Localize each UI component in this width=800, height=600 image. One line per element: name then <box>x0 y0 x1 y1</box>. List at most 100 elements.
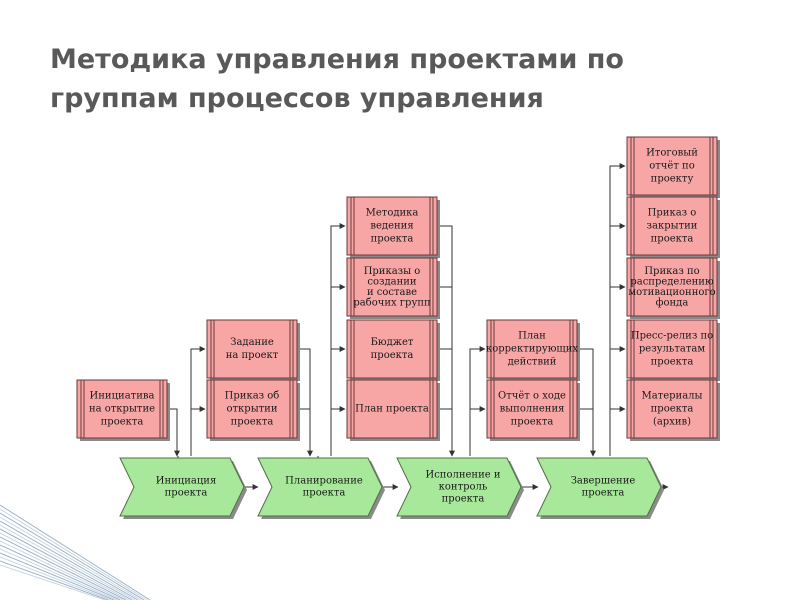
document-label-line: фонда <box>656 297 689 308</box>
document-label-line: закрытии <box>647 221 698 232</box>
connectors <box>167 163 669 490</box>
document-shape <box>206 379 298 439</box>
document-shape <box>346 379 438 439</box>
phase-shape <box>396 457 522 517</box>
document-label-line: действий <box>508 357 557 368</box>
document-label-line: отчёт по <box>649 161 694 172</box>
corner-stripe <box>0 512 145 600</box>
document-label-line: Инициатива <box>90 391 155 402</box>
document-label-line: Приказ по <box>644 266 699 277</box>
document-label-line: Бюджет <box>371 337 414 348</box>
corner-stripe <box>0 528 133 600</box>
document-label-line: проекта <box>651 357 694 368</box>
document-label-line: проекта <box>231 417 274 428</box>
phase-label-line: Инициация <box>156 476 217 487</box>
corner-stripe <box>0 516 142 600</box>
document-label-line: Приказ об <box>225 391 280 402</box>
document-box: План корректирующих действий <box>486 319 580 381</box>
document-shape <box>626 319 718 379</box>
corner-stripe <box>0 564 106 600</box>
document-shape <box>486 379 578 439</box>
document-label-line: результатам <box>639 344 705 355</box>
phase-label-line: контроль <box>439 482 488 493</box>
document-label-line: на проект <box>226 350 279 361</box>
document-shape <box>346 196 438 256</box>
document-label-line: открытии <box>226 404 277 415</box>
corner-stripe <box>0 556 112 600</box>
document-label-line: Итоговый <box>646 148 698 159</box>
document-label-line: рабочих групп <box>353 297 431 308</box>
phase-shape <box>536 457 662 517</box>
document-shape <box>486 319 578 379</box>
corner-stripe <box>0 548 118 600</box>
connector-line <box>330 223 346 456</box>
document-label-line: корректирующих <box>486 344 578 355</box>
phase-shape <box>257 457 383 517</box>
document-label-line: проекта <box>371 234 414 245</box>
document-label-line: проекта <box>511 417 554 428</box>
document-box: Методика ведения проекта <box>346 196 440 258</box>
document-shape <box>626 196 718 256</box>
document-shape <box>76 379 168 439</box>
document-box: Приказ пораспределениюмотивационногофонд… <box>626 257 720 319</box>
corner-stripe <box>0 508 148 600</box>
connector-line <box>297 408 311 456</box>
document-box: Приказ об открытии проекта <box>206 379 300 441</box>
corner-stripe <box>0 532 130 600</box>
connector-line <box>577 408 594 456</box>
phase-label-line: проекта <box>165 488 208 499</box>
document-label-line: Приказ о <box>648 208 697 219</box>
document-shape <box>346 319 438 379</box>
document-label-line: Пресс-релиз по <box>631 331 713 342</box>
document-label-line: проекта <box>651 234 694 245</box>
corner-stripe <box>0 504 151 600</box>
connector-line <box>609 163 626 456</box>
corner-stripe <box>0 552 115 600</box>
connector-line <box>190 346 206 456</box>
phase-chevrons: ИнициацияпроектаПланированиепроектаИспол… <box>119 457 664 519</box>
title-line-2: группам процессов управления <box>50 83 544 114</box>
corner-stripe <box>0 540 124 600</box>
document-label-line: проекта <box>101 417 144 428</box>
document-label-line: План <box>518 331 546 342</box>
document-label-line: Задание <box>230 337 274 348</box>
corner-stripe <box>0 544 121 600</box>
document-label-line: мотивационного <box>628 287 715 298</box>
document-label-line: ведения <box>370 221 413 232</box>
document-shape <box>206 319 298 379</box>
corner-stripe <box>0 520 139 600</box>
document-label-line: проекту <box>651 174 694 185</box>
document-shape <box>346 257 438 317</box>
document-label-line: (архив) <box>653 417 691 428</box>
document-label-line: и составе <box>367 287 417 298</box>
document-shape <box>626 257 718 317</box>
connector-line <box>167 408 180 457</box>
title-line-1: Методика управления проектами по <box>50 44 624 75</box>
phase-label-line: проекта <box>303 488 346 499</box>
document-box: Задание на проект <box>206 319 300 381</box>
document-shape <box>626 379 718 439</box>
phase-label-line: Завершение <box>571 476 636 487</box>
document-label-line: Методика <box>366 208 419 219</box>
document-label-line: Отчёт о ходе <box>498 391 566 402</box>
slide-title: Методика управления проектами по группам… <box>50 40 770 118</box>
phase-label-line: Исполнение и <box>425 470 500 481</box>
corner-stripe <box>0 536 127 600</box>
phase-label-line: проекта <box>442 494 485 505</box>
phase-label-line: проекта <box>582 488 625 499</box>
document-box: Пресс-релиз по результатам проекта <box>626 319 720 381</box>
phase-label-line: Планирование <box>285 476 363 487</box>
connector-line <box>437 408 453 456</box>
corner-stripe <box>0 524 136 600</box>
document-label-line: создании <box>367 276 417 287</box>
